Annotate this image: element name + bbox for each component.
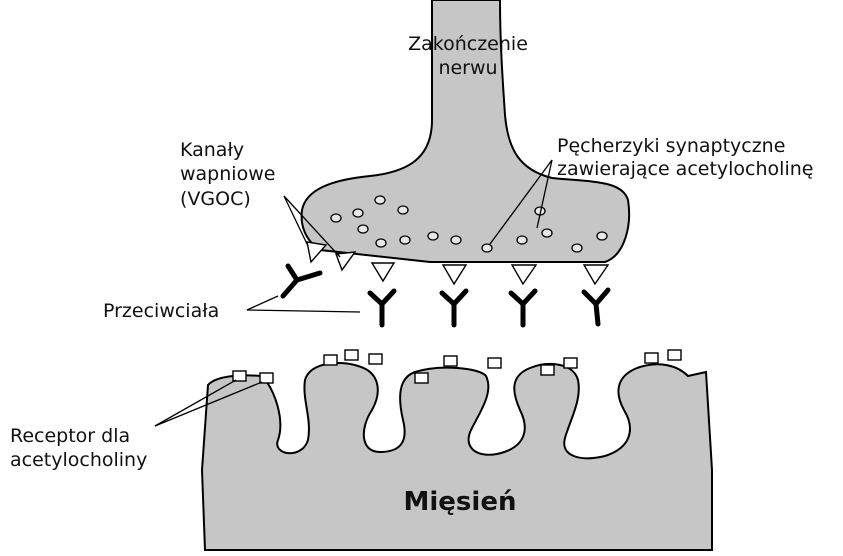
label-muscle: Mięsień (404, 487, 517, 517)
vesicle (375, 196, 385, 204)
calcium-channel (584, 265, 608, 284)
label-nerve-ending-line1: Zakończenie (408, 33, 528, 55)
ach-receptor (369, 354, 382, 364)
leader-antibody-2 (247, 310, 360, 312)
vesicle (517, 236, 527, 244)
ach-receptor (541, 365, 554, 375)
ach-receptor (260, 373, 273, 383)
vesicle (376, 239, 386, 247)
vesicle (482, 244, 492, 252)
calcium-channel (443, 265, 466, 284)
antibody (283, 266, 320, 296)
calcium-channel (307, 242, 326, 262)
muscle-fiber (202, 363, 712, 550)
ach-receptor (488, 358, 501, 368)
vesicle (451, 236, 461, 244)
vesicle (400, 236, 410, 244)
vesicle (572, 244, 582, 252)
label-vesicles-line1: Pęcherzyki synaptyczne (557, 135, 785, 157)
calcium-channel (372, 263, 394, 281)
ach-receptor (233, 371, 246, 381)
vesicle (353, 209, 363, 217)
vesicle (542, 229, 552, 237)
label-calcium-channels-line3: (VGOC) (180, 188, 251, 210)
label-calcium-channels-line2: wapniowe (180, 163, 275, 185)
antibody (442, 291, 466, 325)
calcium-channel (512, 265, 536, 284)
label-calcium-channels-line1: Kanały (180, 139, 244, 161)
vesicle (398, 206, 408, 214)
ach-receptor (444, 356, 457, 366)
calcium-channel (336, 252, 355, 270)
antibodies (283, 266, 608, 325)
label-receptor-line1: Receptor dla (10, 425, 130, 447)
vesicle (597, 232, 607, 240)
antibody (370, 291, 394, 325)
ach-receptor (345, 350, 358, 360)
leader-antibody-1 (247, 296, 278, 310)
vesicle (331, 214, 341, 222)
ach-receptor (324, 355, 337, 365)
vesicle (358, 225, 368, 233)
label-vesicles-line2: zawierające acetylocholinę (557, 158, 813, 180)
ach-receptor (645, 353, 658, 363)
ach-receptor (415, 373, 428, 383)
vesicle (428, 232, 438, 240)
label-nerve-ending-line2: nerwu (438, 57, 497, 79)
antibody (511, 291, 535, 325)
antibody (584, 290, 608, 324)
ach-receptor (668, 350, 681, 360)
label-receptor-line2: acetylocholiny (10, 449, 147, 471)
ach-receptor (564, 358, 577, 368)
label-antibodies: Przeciwciała (103, 300, 219, 322)
